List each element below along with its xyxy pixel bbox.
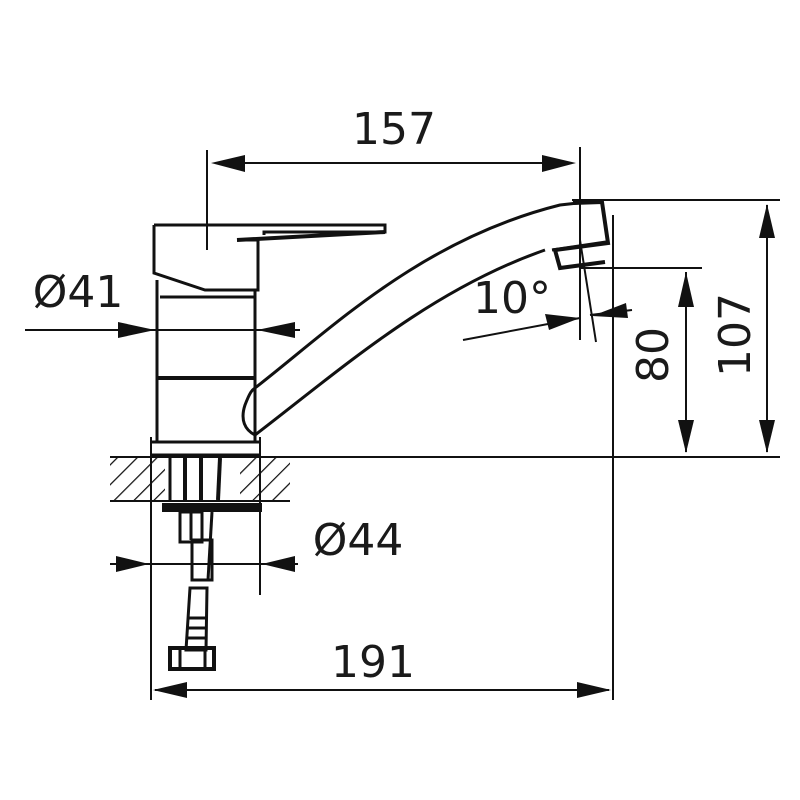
arrow-down-icon: [678, 420, 694, 453]
arrow-left-icon: [262, 556, 295, 572]
lever-handle: [152, 223, 387, 292]
hose-nut: [168, 646, 216, 671]
arrow-left-icon: [257, 322, 295, 338]
dimension-107: 107: [572, 199, 780, 453]
dimension-diameter-41: Ø41: [25, 267, 300, 338]
countertop-section: [110, 456, 780, 502]
dimension-label-diameter-44: Ø44: [313, 515, 404, 566]
dimension-label-107: 107: [710, 293, 761, 377]
angle-reference-line: [579, 239, 597, 343]
flexible-hose: [190, 538, 214, 582]
mounting-hardware: [162, 503, 262, 671]
dimension-label-angle: 10°: [473, 273, 551, 324]
dimension-label-diameter-41: Ø41: [33, 267, 124, 318]
arrow-up-icon: [759, 204, 775, 238]
arrow-right-icon: [118, 322, 155, 338]
arrow-icon: [592, 303, 628, 318]
dimension-80: 80: [580, 267, 702, 453]
dimension-191: 191: [153, 637, 611, 698]
arrow-down-icon: [759, 420, 775, 453]
arrow-right-icon: [542, 155, 576, 172]
mounting-plate: [162, 503, 262, 512]
arrow-right-icon: [577, 682, 611, 698]
arrow-left-icon: [211, 155, 245, 172]
aerator: [552, 199, 611, 271]
arrow-icon: [545, 314, 580, 330]
dimension-label-80: 80: [628, 327, 679, 383]
dimension-angle-10: 10°: [462, 239, 633, 343]
dimension-label-191: 191: [331, 637, 415, 688]
dimension-diameter-44: Ø44: [110, 500, 403, 700]
arrow-up-icon: [678, 272, 694, 307]
arrow-left-icon: [153, 682, 187, 698]
dimension-157: 157: [206, 104, 581, 340]
dimension-label-157: 157: [352, 104, 436, 155]
arrow-right-icon: [116, 556, 149, 572]
